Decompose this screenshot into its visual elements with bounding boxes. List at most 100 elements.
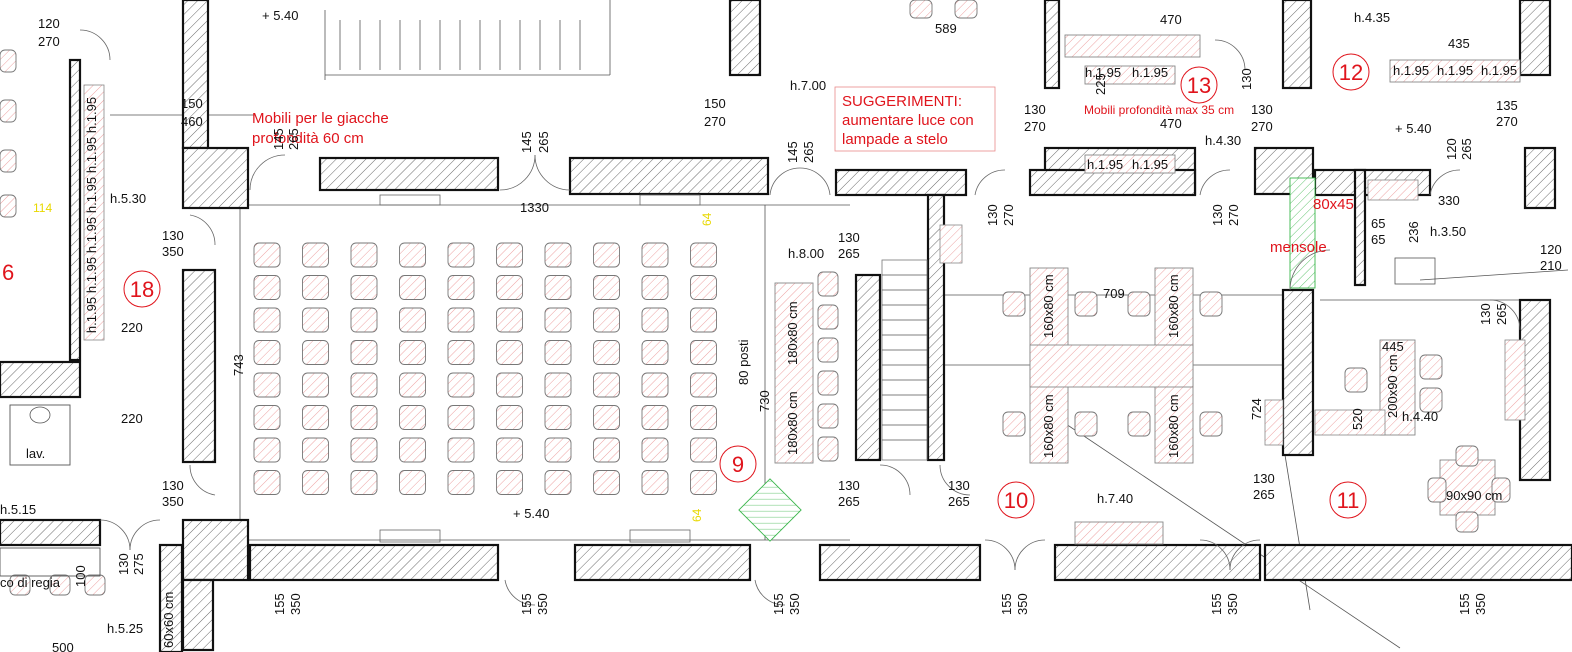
auditorium-seat — [302, 275, 329, 300]
dim-270-v1: 270 — [1001, 204, 1016, 226]
room-9-circle — [719, 445, 757, 483]
level-top-left: + 5.40 — [262, 8, 299, 23]
dim-150: 150 — [181, 96, 203, 111]
dim-265-b: 265 — [801, 141, 816, 163]
dim-350-v3: 350 — [787, 593, 802, 615]
auditorium-seat — [399, 242, 426, 268]
door-swings — [79, 29, 1521, 606]
suggestion-line2: aumentare luce con — [842, 112, 974, 129]
height-labels: h.5.30 h.8.00 h.7.00 h.4.30 h.4.35 h.3.5… — [0, 8, 1466, 636]
dim-270-b: 270 — [704, 114, 726, 129]
dim-709: 709 — [1103, 286, 1125, 301]
dim-265-d: 265 — [838, 494, 860, 509]
dim-130-v2: 130 — [1210, 204, 1225, 226]
dim-145-b: 145 — [785, 141, 800, 163]
shelf-height-label: h.1.95 — [84, 137, 99, 173]
dim-520: 520 — [1350, 408, 1365, 430]
auditorium-seat — [544, 405, 572, 430]
auditorium-seat — [302, 372, 329, 398]
table-180x80-a: 180x80 cm — [785, 301, 800, 365]
auditorium-seat — [690, 242, 717, 268]
table-160x80-d: 160x80 cm — [1166, 394, 1181, 458]
room-13-circle — [1180, 66, 1218, 104]
auditorium-seat — [690, 405, 717, 430]
dim-435: 435 — [1448, 36, 1470, 51]
furniture-labels: 180x80 cm 180x80 cm 160x80 cm 160x80 cm … — [0, 274, 1502, 648]
auditorium-seat — [253, 372, 281, 398]
auditorium-seat — [690, 275, 717, 300]
auditorium-seat — [496, 470, 523, 495]
auditorium-seat — [593, 307, 620, 333]
dim-150-b: 150 — [704, 96, 726, 111]
auditorium-seat — [447, 307, 475, 333]
auditorium-seat — [350, 372, 378, 398]
room-18-circle — [123, 270, 161, 308]
room-11-circle — [1329, 481, 1367, 519]
auditorium-seat — [253, 307, 281, 333]
shelf-height-label: h.1.95 — [84, 177, 99, 213]
auditorium-seat — [447, 437, 475, 463]
auditorium-seat — [350, 242, 378, 268]
dim-265-c: 265 — [838, 246, 860, 261]
auditorium-seat — [544, 307, 572, 333]
shelf-height-12c: h.1.95 — [1481, 63, 1517, 78]
dim-265-ce: 265 — [286, 128, 301, 150]
auditorium-seat — [253, 275, 281, 300]
dim-236: 236 — [1406, 221, 1421, 243]
wc-label: lav. — [26, 446, 45, 461]
auditorium-seat — [641, 307, 669, 333]
dimension-labels: 120 270 150 460 150 270 1330 130 350 130… — [38, 12, 1562, 652]
dim-350-v1: 350 — [288, 593, 303, 615]
auditorium-seat — [544, 470, 572, 495]
dim-460: 460 — [181, 114, 203, 129]
dim-220-b: 220 — [121, 411, 143, 426]
dim-130-v1: 130 — [985, 204, 1000, 226]
dim-350-v5: 350 — [1225, 593, 1240, 615]
dim-724: 724 — [1249, 398, 1264, 420]
dim-730: 730 — [757, 390, 772, 412]
table-90x90: 90x90 cm — [1446, 488, 1502, 503]
dim-135: 135 — [1496, 98, 1518, 113]
auditorium-seat — [302, 470, 329, 495]
dim-270-h: 270 — [1251, 119, 1273, 134]
auditorium-seat — [496, 242, 523, 268]
dim-470-a: 470 — [1160, 12, 1182, 27]
shelving-room-18: h.1.95 h.1.95 h.1.95 h.1.95 h.1.95 h.1.9… — [83, 84, 105, 341]
dim-130-g: 130 — [1024, 102, 1046, 117]
auditorium-seat — [399, 437, 426, 463]
auditorium-seat — [641, 242, 669, 268]
auditorium-seat — [690, 372, 717, 398]
auditorium-seat — [593, 405, 620, 430]
table-160x80-c: 160x80 cm — [1166, 274, 1181, 338]
shelves-depth-note: Mobili profondità max 35 cm — [1084, 103, 1234, 117]
shelf-height-13d: h.1.95 — [1132, 157, 1168, 172]
shelf-height-12a: h.1.95 — [1393, 63, 1429, 78]
auditorium-seat — [399, 372, 426, 398]
dim-210: 210 — [1540, 258, 1562, 273]
auditorium-seat — [690, 470, 717, 495]
room-11-number: 11 — [1337, 488, 1360, 513]
dim-265-e: 265 — [948, 494, 970, 509]
auditorium-seat — [593, 275, 620, 300]
fixtures — [0, 179, 1526, 577]
room-6-number: 6 — [2, 260, 14, 285]
dim-220-a: 220 — [121, 320, 143, 335]
dim-130-h: 130 — [1251, 102, 1273, 117]
yellow-dim-64-top: 64 — [700, 212, 714, 226]
auditorium-seat — [544, 372, 572, 398]
auditorium-seat — [641, 470, 669, 495]
auditorium-seat — [302, 307, 329, 333]
height-h700: h.7.00 — [790, 78, 826, 93]
dim-100: 100 — [73, 565, 88, 587]
height-h525: h.5.25 — [107, 621, 143, 636]
height-h740: h.7.40 — [1097, 491, 1133, 506]
dim-120: 120 — [38, 16, 60, 31]
dim-65-b: 65 — [1371, 232, 1385, 247]
auditorium-seat — [496, 405, 523, 430]
auditorium-seat — [399, 307, 426, 333]
auditorium-seat — [253, 470, 281, 495]
room-10-number: 10 — [1004, 488, 1028, 513]
dim-350-v2: 350 — [535, 593, 550, 615]
dim-145-a: 145 — [519, 131, 534, 153]
